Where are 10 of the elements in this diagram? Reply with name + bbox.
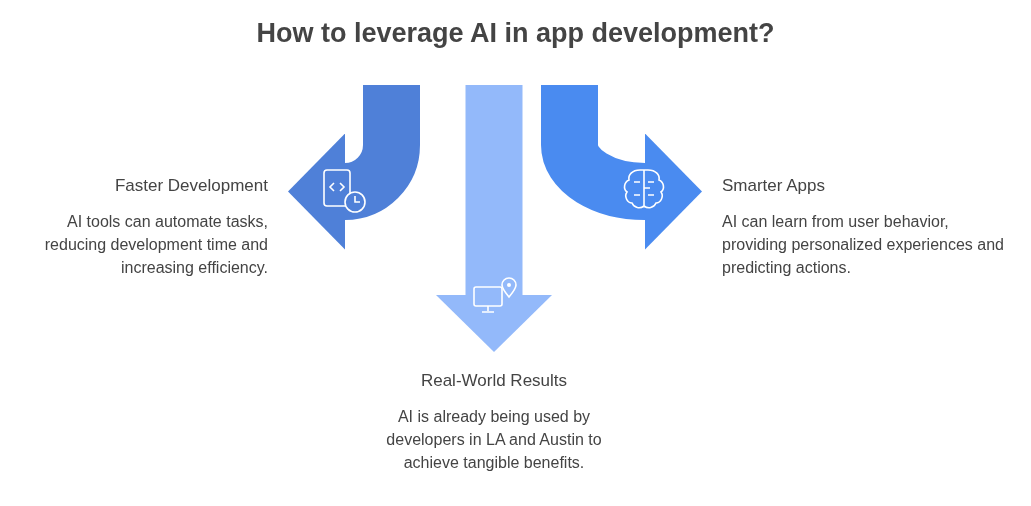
- heading: Faster Development: [113, 176, 268, 196]
- curved-arrow: [436, 85, 552, 352]
- description: AI tools can automate tasks, reducing development time and increasing efficiency.: [43, 212, 268, 278]
- curved-arrow: [541, 85, 702, 250]
- heading: Real-World Results: [419, 371, 569, 391]
- curved-arrow: [288, 85, 420, 250]
- description: AI can learn from user behavior, providing personalized experiences and predicting actions.: [722, 212, 1005, 278]
- description: AI is already being used by developers in LA and Austin to achieve tangible benefits.: [385, 407, 603, 473]
- title: How to leverage AI in app development?: [255, 18, 776, 49]
- heading: Smarter Apps: [722, 176, 826, 196]
